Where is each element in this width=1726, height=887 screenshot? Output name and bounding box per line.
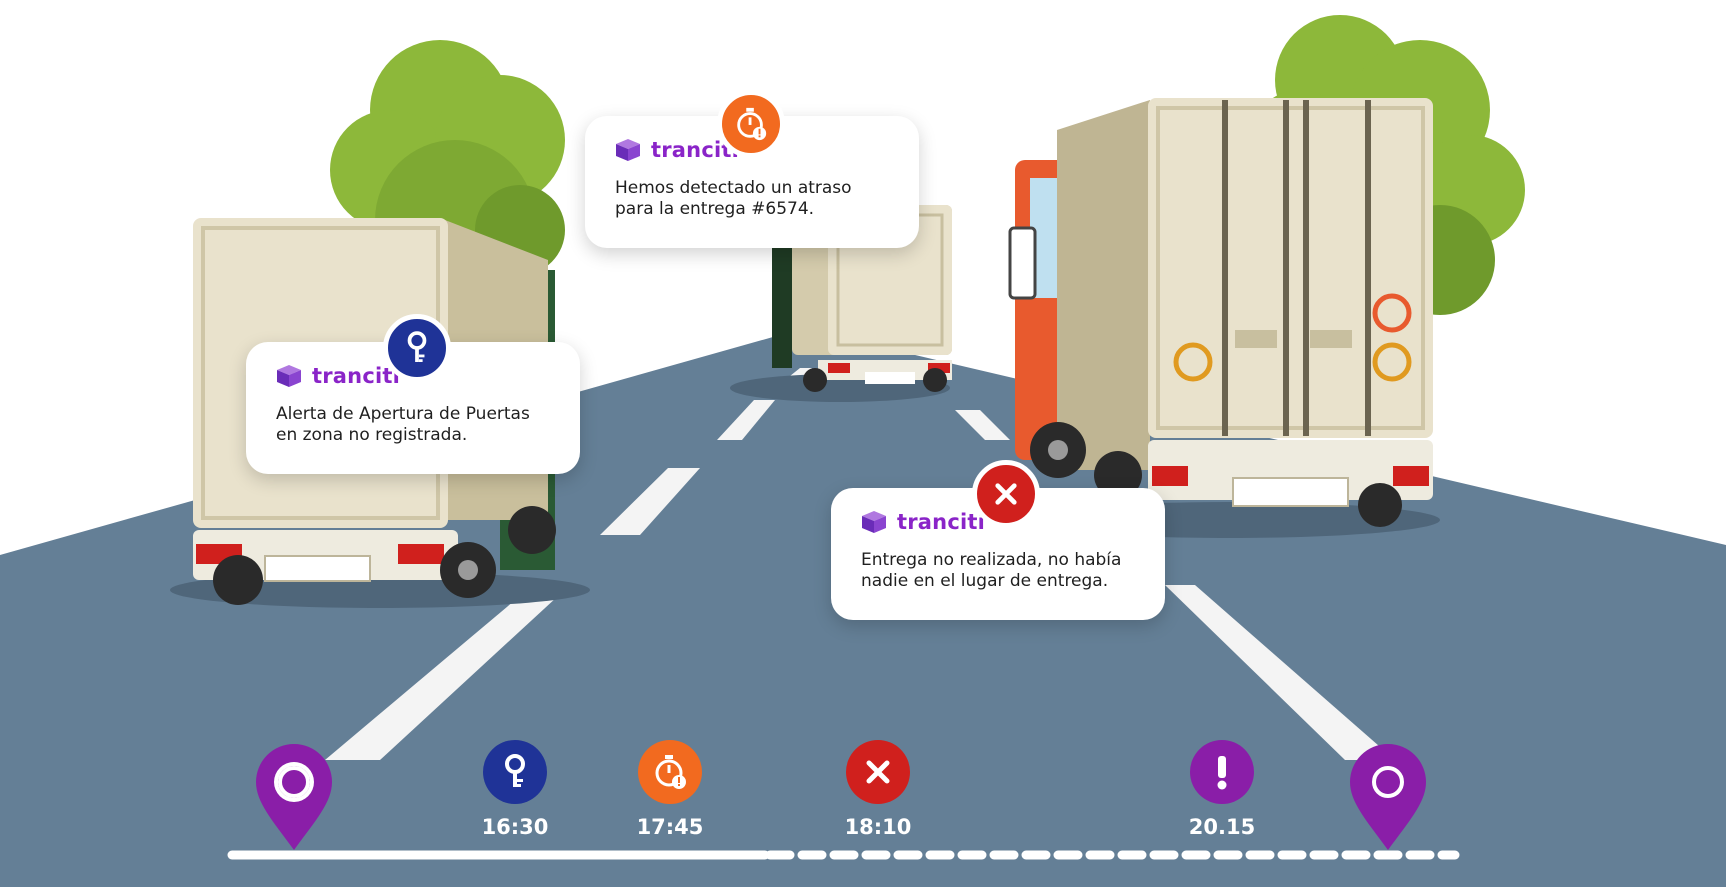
timeline-close-x-icon — [846, 740, 910, 804]
alert-message: Hemos detectado un atraso para la entreg… — [615, 178, 852, 219]
brand: tranciti — [615, 138, 889, 162]
box-logo-icon — [277, 365, 301, 387]
brand-name: tranciti — [897, 510, 985, 534]
timeline-time-4: 20.15 — [1188, 815, 1256, 839]
truck-right — [1008, 98, 1440, 538]
lane-markings — [325, 368, 1395, 760]
badge-stopwatch-alert-icon — [717, 90, 785, 158]
box-logo-icon — [616, 139, 640, 161]
badge-key-icon — [383, 314, 451, 382]
alert-message: Entrega no realizada, no había nadie en … — [861, 550, 1122, 591]
timeline-exclamation-icon — [1190, 740, 1254, 804]
map-pin-start-icon — [256, 744, 332, 850]
alert-card-door-opening: tranciti Alerta de Apertura de Puertas e… — [246, 342, 580, 474]
box-logo-icon — [862, 511, 886, 533]
brand: tranciti — [861, 510, 1135, 534]
timeline-time-3: 18:10 — [844, 815, 912, 839]
brand: tranciti — [276, 364, 550, 388]
map-pin-end-icon — [1350, 744, 1426, 850]
timeline-key-icon — [483, 740, 547, 804]
brand-name: tranciti — [312, 364, 400, 388]
timeline-time-1: 16:30 — [481, 815, 549, 839]
timeline-stopwatch-alert-icon — [638, 740, 702, 804]
alert-message: Alerta de Apertura de Puertas en zona no… — [276, 404, 530, 445]
timeline-time-2: 17:45 — [636, 815, 704, 839]
badge-close-x-icon — [972, 460, 1040, 528]
